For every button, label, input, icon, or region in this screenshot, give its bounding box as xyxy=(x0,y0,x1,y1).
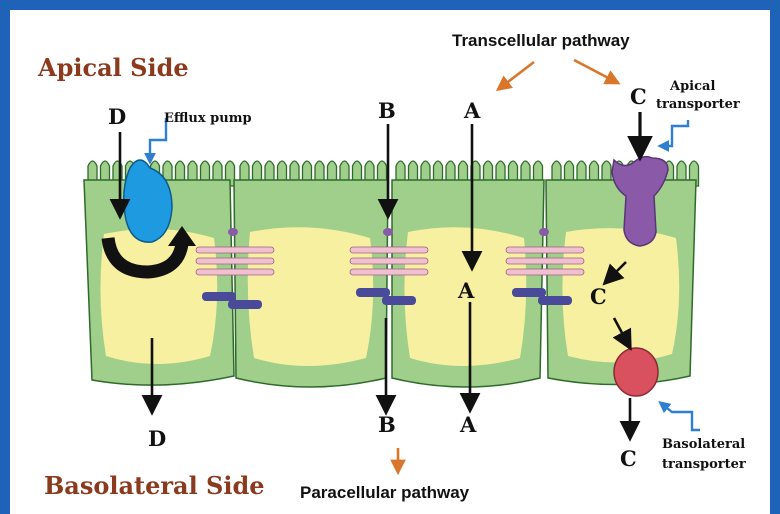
paracellular-pathway-label: Paracellular pathway xyxy=(300,483,470,502)
pointer-basolateral-transporter xyxy=(662,404,700,430)
letter-a-bottom: A xyxy=(459,412,477,437)
letter-d-top: D xyxy=(108,104,126,129)
apical-transporter-label-line2: transporter xyxy=(656,97,740,112)
letter-b-bottom: B xyxy=(378,412,396,437)
letter-a-top: A xyxy=(463,98,481,123)
letter-b-top: B xyxy=(378,98,396,123)
letter-d-bottom: D xyxy=(148,426,166,451)
apical-transporter-label-line1: Apical xyxy=(669,79,715,94)
letter-a-middle: A xyxy=(457,278,475,303)
basolateral-transporter xyxy=(614,348,658,396)
arrow-transcellular-right xyxy=(574,60,616,82)
apical-side-label: Apical Side xyxy=(37,53,189,82)
letter-c-top: C xyxy=(630,84,647,109)
basolateral-transporter-label-line1: Basolateral xyxy=(662,437,745,452)
efflux-pump-label: Efflux pump xyxy=(164,111,252,126)
letter-c-middle: C xyxy=(590,284,607,309)
basolateral-transporter-label-line2: transporter xyxy=(662,457,746,472)
basolateral-side-label: Basolateral Side xyxy=(44,471,265,500)
letter-c-bottom: C xyxy=(620,446,637,471)
pointer-apical-transporter xyxy=(662,120,688,146)
arrow-transcellular-left xyxy=(500,62,534,88)
transcellular-pathway-label: Transcellular pathway xyxy=(452,31,630,50)
